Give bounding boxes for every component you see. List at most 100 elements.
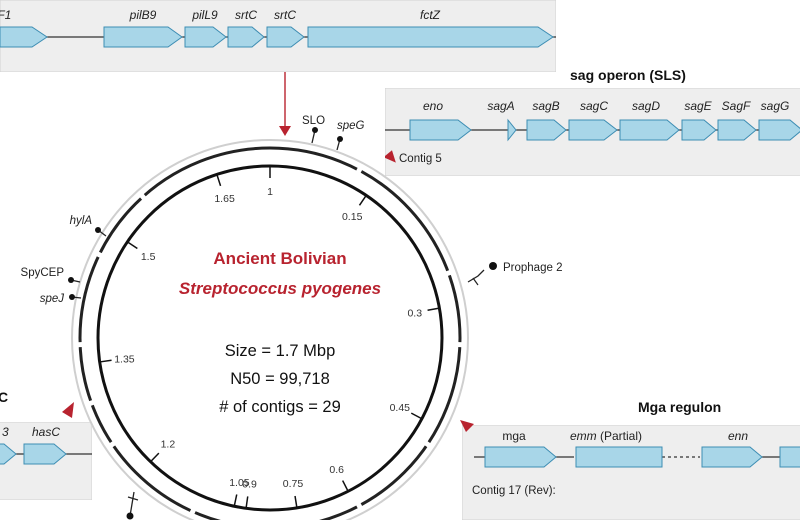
scale-tick-label: 0.9 xyxy=(242,479,257,491)
contig-marker xyxy=(385,150,396,163)
circular-genome: 1 1.65 0.15 1.5 0.3 1.35 0.45 1.2 0.6 1.05 0.75 0.9 xyxy=(71,139,469,520)
scale-tick-label: 1.2 xyxy=(161,439,176,451)
gene-label: sagG xyxy=(761,99,790,113)
genome-ring xyxy=(96,164,444,512)
scale-tick-label: 0.3 xyxy=(407,307,422,319)
scale-tick xyxy=(427,307,440,311)
hyla-label: hylA xyxy=(70,215,93,227)
gene-arrow xyxy=(266,26,305,48)
gene-arrow xyxy=(307,26,554,48)
gene-label: sagC xyxy=(580,99,608,113)
gene-label: tF1 xyxy=(0,8,11,22)
contig-gap xyxy=(87,399,96,407)
gene-label: SagF xyxy=(722,99,751,113)
scale-tick xyxy=(149,452,160,463)
genome-n50: N50 = 99,718 xyxy=(230,370,330,388)
gene-arrow xyxy=(409,119,472,141)
contig-gap xyxy=(138,192,147,201)
contig-gap xyxy=(355,166,363,175)
gene-arrow xyxy=(701,446,763,468)
scale-tick-label: 1.05 xyxy=(229,477,250,489)
gene-label: hasC xyxy=(32,425,60,439)
gene-arrow xyxy=(184,26,227,48)
mga-contig-label: Contig 17 (Rev): xyxy=(472,485,556,497)
scale-tick-label: 1.5 xyxy=(141,251,156,263)
left-panel-title: C xyxy=(0,389,8,405)
gene-arrow xyxy=(526,119,567,141)
gene-label: sagA xyxy=(487,99,514,113)
gene-arrow xyxy=(0,443,17,465)
scale-tick xyxy=(126,241,138,250)
gene-arrow xyxy=(103,26,183,48)
scale-tick-label: 1.65 xyxy=(214,193,235,205)
gene-label: enn xyxy=(728,429,748,443)
contig-count: # of contigs = 29 xyxy=(219,398,341,416)
gene-label: emm (Partial) xyxy=(570,429,642,443)
gene-arrow xyxy=(568,119,618,141)
gene-arrow xyxy=(758,119,800,141)
prophage-label: Prophage 2 xyxy=(503,262,562,274)
gene-arrow xyxy=(23,443,67,465)
prophage-marker xyxy=(489,262,497,270)
gene-label: eno xyxy=(423,99,443,113)
hyla-marker xyxy=(95,227,101,233)
spej-label: speJ xyxy=(40,293,65,305)
sag-gene-panel: eno sagA sagB sagC sagD sagE SagF sagG C… xyxy=(385,88,800,176)
gene-arrow xyxy=(484,446,557,468)
scale-tick-label: 0.75 xyxy=(283,478,304,490)
scale-tick xyxy=(233,494,238,507)
slo-marker xyxy=(312,127,318,133)
gene-arrow xyxy=(0,26,48,48)
speg-marker xyxy=(337,136,343,142)
gene-label: srtC xyxy=(235,8,257,22)
scale-tick-label: 0.45 xyxy=(390,402,411,414)
mga-panel-title: Mga regulon xyxy=(638,399,721,415)
scale-tick xyxy=(245,496,249,509)
contig-gap xyxy=(444,269,453,277)
speg-label: speG xyxy=(337,120,365,132)
contig-gap xyxy=(108,440,117,448)
spycep-label: SpyCEP xyxy=(21,267,65,279)
gene-label: pilL9 xyxy=(191,8,218,22)
sag-panel-title: sag operon (SLS) xyxy=(570,67,686,83)
outer-ring xyxy=(71,139,469,520)
scale-tick xyxy=(358,194,367,206)
gene-arrow xyxy=(619,119,680,141)
contig-marker xyxy=(62,402,74,418)
gene-arrow xyxy=(227,26,265,48)
contig-gap xyxy=(423,440,432,448)
scale-tick-label: 0.15 xyxy=(342,211,363,223)
gene-label: fctZ xyxy=(420,8,441,22)
bottom-marker xyxy=(126,512,134,520)
scale-tick-label: 0.6 xyxy=(329,464,344,476)
gene-arrow xyxy=(779,446,800,468)
sag-contig-label: Contig 5 xyxy=(399,153,442,165)
spycep-marker xyxy=(68,277,74,283)
scale-tick xyxy=(410,412,423,420)
gene-block xyxy=(575,446,663,468)
pilus-gene-panel: tF1 pilB9 pilL9 srtC srtC fctZ xyxy=(0,0,556,72)
scale-tick xyxy=(99,359,112,363)
gene-label: 3 xyxy=(2,425,9,439)
gene-arrow xyxy=(681,119,717,141)
gene-label: mga xyxy=(502,429,526,443)
contig-gap xyxy=(189,507,197,516)
gene-label: sagE xyxy=(684,99,712,113)
gene-label: sagD xyxy=(632,99,660,113)
feature-markers: SLO speG hylA SpyCEP speJ Prophage 2 xyxy=(21,115,562,520)
organism-name: Streptococcus pyogenes xyxy=(179,279,381,298)
spej-marker xyxy=(69,294,75,300)
left-gene-panel: 3 hasC xyxy=(0,422,92,500)
scale-tick xyxy=(216,174,222,187)
gene-label: pilB9 xyxy=(129,8,157,22)
mga-gene-panel: mga emm (Partial) enn Contig 17 (Rev): xyxy=(462,425,800,520)
scale-tick-label: 1 xyxy=(267,186,273,198)
genome-summary: Ancient Bolivian Streptococcus pyogenes … xyxy=(179,249,381,416)
gene-arrow xyxy=(507,118,517,142)
scale-tick-label: 1.35 xyxy=(114,353,135,365)
top-pointer xyxy=(279,72,291,136)
gene-arrow xyxy=(717,119,757,141)
slo-label: SLO xyxy=(302,115,325,127)
gene-label: sagB xyxy=(532,99,559,113)
